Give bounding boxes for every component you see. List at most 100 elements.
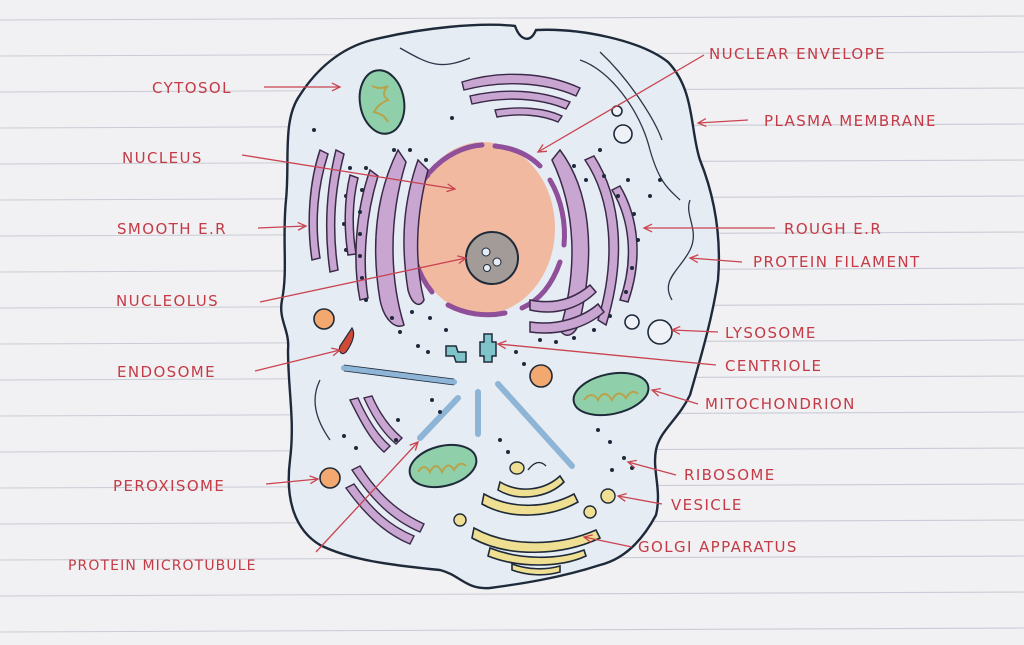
leader-arrow — [670, 325, 719, 335]
ribosome-dot — [358, 210, 362, 214]
ribosome-dot — [572, 164, 576, 168]
golgi-vesicle-arc — [527, 461, 547, 471]
arrowhead — [536, 144, 548, 153]
leader-arrow — [241, 154, 457, 193]
rough-er-ribosomes — [342, 148, 640, 344]
arrowhead — [616, 492, 627, 502]
nucleolus-shape — [465, 231, 519, 285]
protein-filaments — [314, 47, 695, 441]
ribosome-dot — [348, 166, 352, 170]
top-er-stack — [461, 73, 581, 123]
label-smooth-er: SMOOTH E.R — [117, 220, 227, 238]
ribosome-dot — [358, 254, 362, 258]
ribosome-dot — [602, 174, 606, 178]
leader-arrow — [496, 340, 717, 366]
ribosome-dot — [312, 128, 316, 132]
leader-arrow — [696, 118, 749, 128]
arrowhead — [688, 254, 699, 264]
ribosome-dot — [632, 212, 636, 216]
leader-arrow — [650, 387, 699, 405]
centriole-shape — [445, 333, 497, 363]
arrowhead — [496, 340, 507, 350]
leader-line — [651, 389, 699, 405]
leader-arrow — [642, 223, 775, 233]
ribosome-dot — [648, 194, 652, 198]
arrowhead — [331, 82, 342, 92]
label-nucleolus: NUCLEOLUS — [116, 292, 219, 310]
ribosome-dot — [572, 336, 576, 340]
leader-line — [257, 225, 307, 229]
leader-arrow — [688, 254, 743, 264]
ribosome-dot — [554, 340, 558, 344]
arrowhead — [642, 223, 653, 233]
ribosome-dot — [630, 266, 634, 270]
leader-line — [497, 343, 717, 366]
ribosome-dot — [616, 194, 620, 198]
ribosome-dot — [610, 468, 614, 472]
label-vesicle: VESICLE — [671, 496, 743, 514]
ribosome-dot — [364, 298, 368, 302]
label-protein-filament: PROTEIN FILAMENT — [753, 253, 921, 271]
nucleus-shape — [411, 142, 555, 314]
leader-line — [537, 54, 705, 153]
label-lysosome: LYSOSOME — [725, 324, 817, 342]
leader-arrow — [254, 347, 342, 372]
ribosome-dot — [364, 166, 368, 170]
ribosome-dot — [608, 314, 612, 318]
ribosome-dot — [450, 116, 454, 120]
leader-arrow — [616, 492, 663, 505]
ribosome-dot — [438, 410, 442, 414]
arrowhead — [457, 255, 468, 265]
arrowhead — [626, 459, 637, 469]
ribosome-dot — [426, 350, 430, 354]
leader-arrow — [264, 82, 342, 92]
label-plasma-membrane: PLASMA MEMBRANE — [764, 112, 937, 130]
ribosome-dot — [394, 438, 398, 442]
ribosome-dot — [416, 344, 420, 348]
label-nucleus: NUCLEUS — [122, 149, 203, 167]
ribosome-dot — [596, 428, 600, 432]
label-peroxisome: PEROXISOME — [113, 477, 225, 495]
ribosome-dot — [342, 434, 346, 438]
label-centriole: CENTRIOLE — [725, 357, 822, 375]
leader-arrow — [626, 459, 677, 476]
ribosome-dot — [506, 450, 510, 454]
ribosome-dot — [354, 446, 358, 450]
ribosome-dot — [430, 398, 434, 402]
leader-arrow — [257, 221, 308, 231]
mitochondrion-shape — [358, 69, 650, 489]
ribosome-dot — [608, 440, 612, 444]
microtubule-outlines — [343, 364, 455, 386]
leader-arrow — [259, 255, 468, 303]
ribosome-dot — [410, 310, 414, 314]
leader-line — [671, 329, 719, 333]
leader-line — [259, 257, 467, 303]
golgi-apparatus-shape — [471, 474, 602, 576]
ribosome-dot — [626, 178, 630, 182]
peroxisome-shape — [313, 308, 553, 489]
label-rough-er: ROUGH E.R — [784, 220, 882, 238]
leader-line — [689, 257, 743, 263]
ribosome-dot — [592, 328, 596, 332]
leader-line — [617, 495, 663, 505]
ribosome-dot — [598, 148, 602, 152]
ribosome-dot — [428, 316, 432, 320]
arrowhead — [696, 118, 707, 128]
smooth-er-shape — [308, 148, 359, 273]
label-golgi-apparatus: GOLGI APPARATUS — [638, 538, 798, 556]
arrowhead — [582, 534, 593, 544]
vesicle-shape — [453, 461, 616, 527]
leader-arrow — [265, 475, 320, 485]
ribosome-dot — [498, 438, 502, 442]
protein-microtubule-shape — [341, 365, 575, 469]
ribosome-dot — [636, 238, 640, 242]
leader-line — [254, 349, 341, 372]
ribosome-dot — [514, 350, 518, 354]
leader-line — [241, 154, 456, 190]
label-protein-microtubule: PROTEIN MICROTUBULE — [68, 558, 257, 574]
leader-line — [315, 441, 419, 553]
arrowhead — [297, 221, 308, 231]
arrowhead — [331, 347, 342, 357]
leader-line — [265, 478, 319, 485]
